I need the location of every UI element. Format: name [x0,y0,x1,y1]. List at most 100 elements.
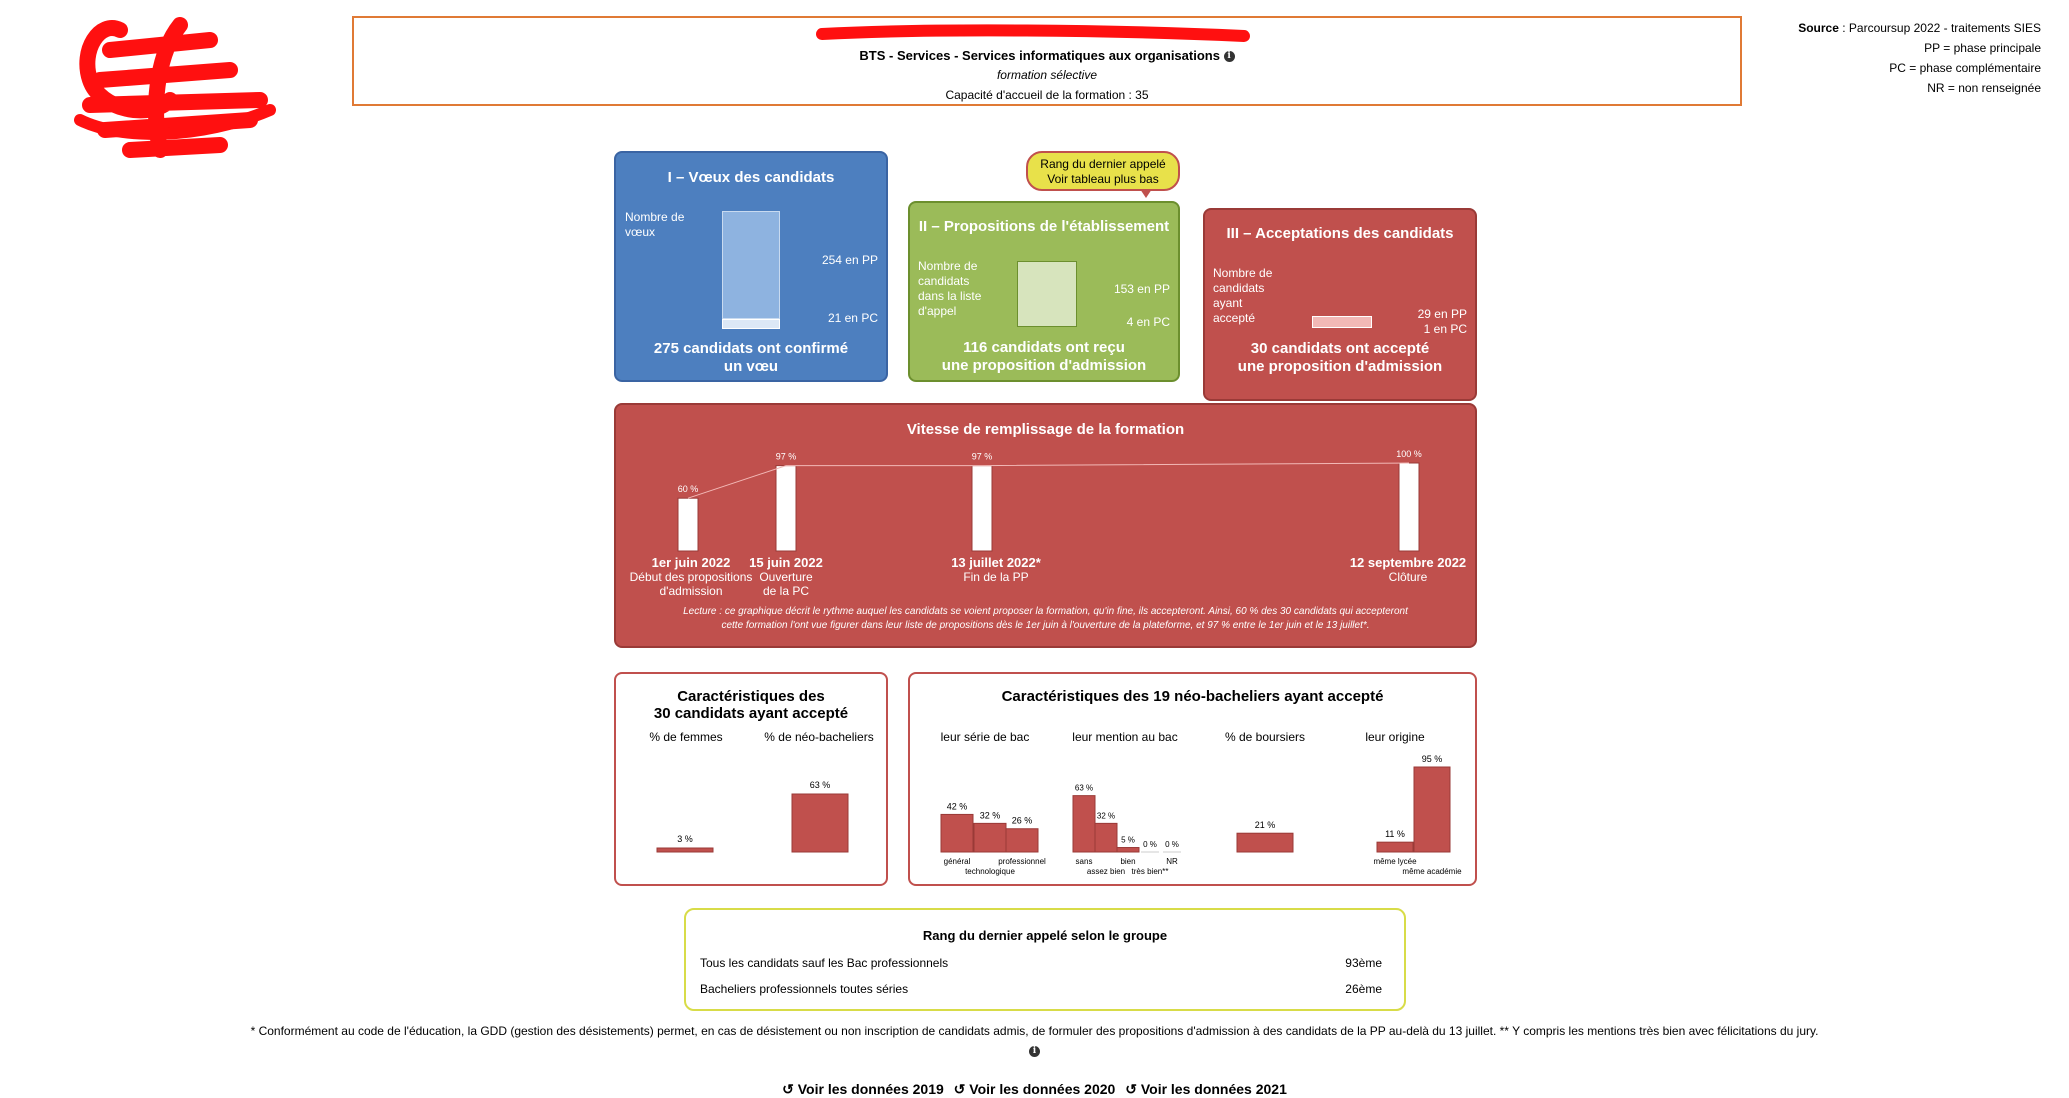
voeux-panel: I – Vœux des candidats Nombre de vœux 25… [614,151,888,382]
carac-all-title-line1: Caractéristiques des [677,688,825,705]
vitesse-chart: 60 % 97 % 97 % 100 % [677,449,1422,552]
propositions-label: Nombre de candidats dans la liste d'appe… [918,259,982,318]
neo-bar-label-1-5: 0 % [1165,840,1179,849]
neo-bar-1-1 [1072,795,1096,853]
propositions-summary-line2: une proposition d'admission [941,357,1147,374]
date-4-desc: Clôture [1388,570,1428,584]
carac-all-col2: % de néo-bacheliers [764,730,874,744]
vitesse-bar-label-2: 97 % [776,452,797,462]
rank-title: Rang du dernier appelé selon le groupe [922,928,1168,943]
vitesse-bar-label-1: 60 % [678,484,699,494]
acceptations-panel: III – Acceptations des candidats Nombre … [1203,208,1477,401]
neo-bar-0-1 [940,813,974,853]
voeux-pc-bar [722,319,780,329]
neo-bar-label-0-3: 26 % [1012,816,1033,826]
propositions-summary-line1: 116 candidats ont reçu [963,339,1125,356]
vitesse-bar-2 [775,465,797,552]
date-1-group: 1er juin 2022 Début des propositions d'a… [626,555,756,598]
carac-all-bar-label-2: 63 % [810,780,831,790]
source-text: : Parcoursup 2022 - traitements SIES [1838,21,2041,35]
date-1-desc: Début des propositions [629,570,753,584]
vitesse-bar-label-3: 97 % [972,452,993,462]
neo-bar-label-1-4: 0 % [1143,840,1157,849]
redacted-logo-scribble [74,17,276,158]
date-2-label: 15 juin 2022 [749,555,823,570]
neo-bar-label-1-2: 32 % [1097,811,1115,820]
vitesse-panel: Vitesse de remplissage de la formation 6… [614,403,1477,648]
neo-tick-1-5: NR [1166,857,1178,866]
neo-bar-3-2 [1413,766,1451,853]
carac-neo-title: Caractéristiques des 19 néo-bacheliers a… [1001,688,1384,705]
date-2-group: 15 juin 2022 Ouverture de la PC [736,555,836,598]
neo-bar-1-3 [1116,847,1140,853]
link-2020[interactable]: ↺ Voir les données 2020 [953,1081,1116,1097]
voeux-summary-line1: 275 candidats ont confirmé [653,340,849,357]
voeux-summary-line2: un vœu [723,358,779,375]
neo-bar-1-2 [1094,822,1118,853]
carac-all-col1: % de femmes [649,730,723,744]
date-1-desc2: d'admission [659,584,723,598]
info-icon[interactable]: i [1223,51,1235,63]
neo-tick-3-1: même lycée [1373,857,1417,866]
vitesse-title: Vitesse de remplissage de la formation [906,421,1185,438]
neo-bar-label-3-2: 95 % [1422,754,1443,764]
carac-all-panel: Caractéristiques des 30 candidats ayant … [614,672,888,886]
lecture-line2: cette formation l'ont vue figurer dans l… [721,620,1370,631]
carac-all-chart: 3 %63 % [656,780,849,853]
acceptations-pc-value: 1 en PC [1423,322,1467,336]
acceptations-pp-value: 29 en PP [1417,307,1467,321]
info-icon[interactable]: i [1029,1046,1040,1058]
acceptations-pp-bar [1312,316,1372,328]
voeux-pp-value: 254 en PP [821,253,878,267]
voeux-pc-value: 21 en PC [827,311,878,325]
lecture-line1: Lecture : ce graphique décrit le rythme … [683,606,1408,617]
formation-header: BTS - Services - Services informatiques … [352,16,1742,106]
acceptations-title: III – Acceptations des candidats [1226,225,1454,242]
acceptations-summary-line1: 30 candidats ont accepté [1250,340,1430,357]
date-3-label: 13 juillet 2022* [951,555,1041,570]
rank-row-2-label: Bacheliers professionnels toutes séries [700,982,909,996]
date-4-group: 12 septembre 2022 Clôture [1338,555,1478,584]
rank-hint-bubble[interactable]: Rang du dernier appelé Voir tableau plus… [1026,151,1180,198]
propositions-pp-value: 153 en PP [1113,282,1170,296]
propositions-title: II – Propositions de l'établissement [918,218,1170,235]
voeux-label: Nombre de vœux [625,210,685,239]
vitesse-trend-line [687,462,1410,499]
legend-pc: PC = phase complémentaire [1889,61,2041,75]
neo-bar-label-0-1: 42 % [947,801,968,811]
footnote-text: * Conformément au code de l'éducation, l… [250,1024,1819,1038]
link-2019[interactable]: ↺ Voir les données 2019 [782,1081,944,1097]
propositions-panel: II – Propositions de l'établissement Nom… [908,201,1180,382]
link-2021[interactable]: ↺ Voir les données 2021 [1125,1081,1287,1097]
carac-all-bar-1 [656,847,714,853]
neo-bar-label-3-1: 11 % [1385,829,1405,839]
neo-tick-1-4: très bien** [1132,867,1169,876]
date-2-desc: Ouverture [759,570,813,584]
rank-table: Rang du dernier appelé selon le groupe T… [684,908,1406,1011]
carac-neo-col1: leur série de bac [940,730,1030,744]
neo-bar-0-2 [973,822,1007,853]
footnote: * Conformément au code de l'éducation, l… [0,1024,2069,1058]
neo-tick-0-2: technologique [965,867,1015,876]
acceptations-label: Nombre de candidats ayant accepté [1213,266,1273,325]
voeux-title: I – Vœux des candidats [667,169,835,186]
date-1-label: 1er juin 2022 [651,555,731,570]
legend-pp: PP = phase principale [1924,41,2041,55]
vitesse-bar-label-4: 100 % [1396,449,1422,459]
carac-all-bar-2 [791,793,849,853]
vitesse-bar-1 [677,497,699,552]
neo-bar-3-1 [1376,841,1414,853]
carac-neo-panel: Caractéristiques des 19 néo-bacheliers a… [908,672,1477,886]
propositions-pc-value: 4 en PC [1126,315,1170,329]
bubble-line2: Voir tableau plus bas [1047,172,1159,186]
neo-tick-3-2: même académie [1402,867,1462,876]
vitesse-bar-3 [971,465,993,552]
voeux-pp-bar [722,211,780,319]
neo-bar-label-1-3: 5 % [1121,836,1135,845]
redacted-school-name [816,24,1250,42]
date-3-desc: Fin de la PP [963,570,1029,584]
date-3-group: 13 juillet 2022* Fin de la PP [926,555,1066,584]
formation-selectivity: formation sélective [996,68,1098,82]
bubble-line1: Rang du dernier appelé [1040,157,1166,171]
